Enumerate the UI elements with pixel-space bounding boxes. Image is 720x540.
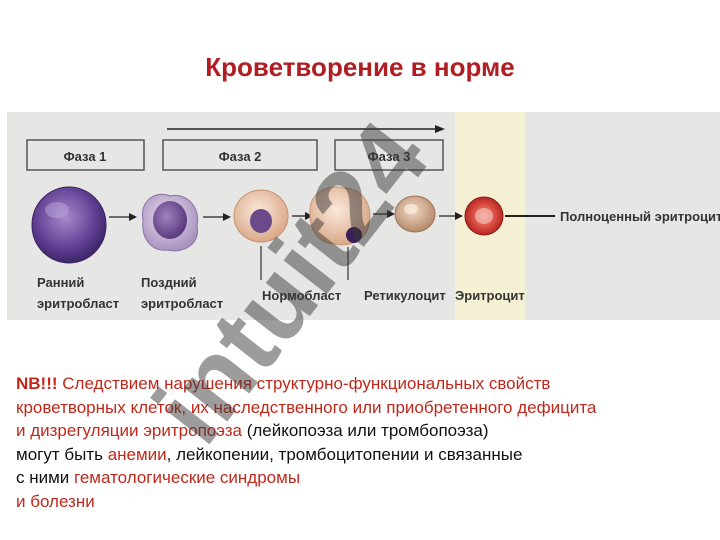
note-line-1: NB!!! Следствием нарушения структурно-фу… — [16, 374, 551, 393]
early-erythroblast-cell — [31, 186, 107, 264]
label-erythrocyte: Эритроцит — [455, 288, 525, 303]
syndromes-term: гематологические синдромы — [74, 468, 301, 487]
label-early-line2: эритробласт — [37, 296, 119, 311]
label-reticulocyte: Ретикулоцит — [364, 288, 446, 303]
phase-box-1 — [26, 139, 145, 171]
label-full-erythrocyte: Полноценный эритроцит — [560, 209, 720, 224]
late-erythroblast-cell — [141, 193, 199, 252]
label-late-line1: Поздний — [141, 275, 197, 290]
nb-marker: NB!!! — [16, 374, 58, 393]
diagram-svg: Фаза 1 Фаза 2 Фаза 3 — [7, 112, 720, 320]
label-late-line2: эритробласт — [141, 296, 223, 311]
phase-box-2 — [162, 139, 318, 171]
phase-label-2: Фаза 2 — [219, 149, 262, 164]
note-line-6: и болезни — [16, 491, 95, 511]
note-line-5: с ними гематологические синдромы — [16, 468, 301, 487]
phase-box-3 — [334, 139, 444, 171]
normoblast-cell-early — [233, 189, 289, 243]
slide-title: Кроветворение в норме — [205, 52, 515, 82]
note-line-3: и дизрегуляции эритропоэза (лейкопоэза и… — [16, 421, 489, 440]
label-early-line1: Ранний — [37, 275, 84, 290]
phase-label-1: Фаза 1 — [64, 149, 107, 164]
label-normoblast: Нормобласт — [262, 288, 341, 303]
note-line-2: кроветворных клеток, их наследственного … — [16, 397, 597, 417]
reticulocyte-cell — [394, 195, 436, 233]
erythropoiesis-diagram: Фаза 1 Фаза 2 Фаза 3 — [7, 112, 720, 320]
normoblast-cell-late — [309, 186, 371, 246]
phase-label-3: Фаза 3 — [368, 149, 411, 164]
maturation-arrow-head — [435, 125, 445, 133]
anemia-term: анемии — [107, 444, 167, 464]
note-paragraph: NB!!! Следствием нарушения структурно-фу… — [16, 372, 716, 513]
erythrocyte-cell — [464, 196, 504, 236]
note-line-4: могут быть анемии, лейкопении, тромбоцит… — [16, 444, 523, 464]
